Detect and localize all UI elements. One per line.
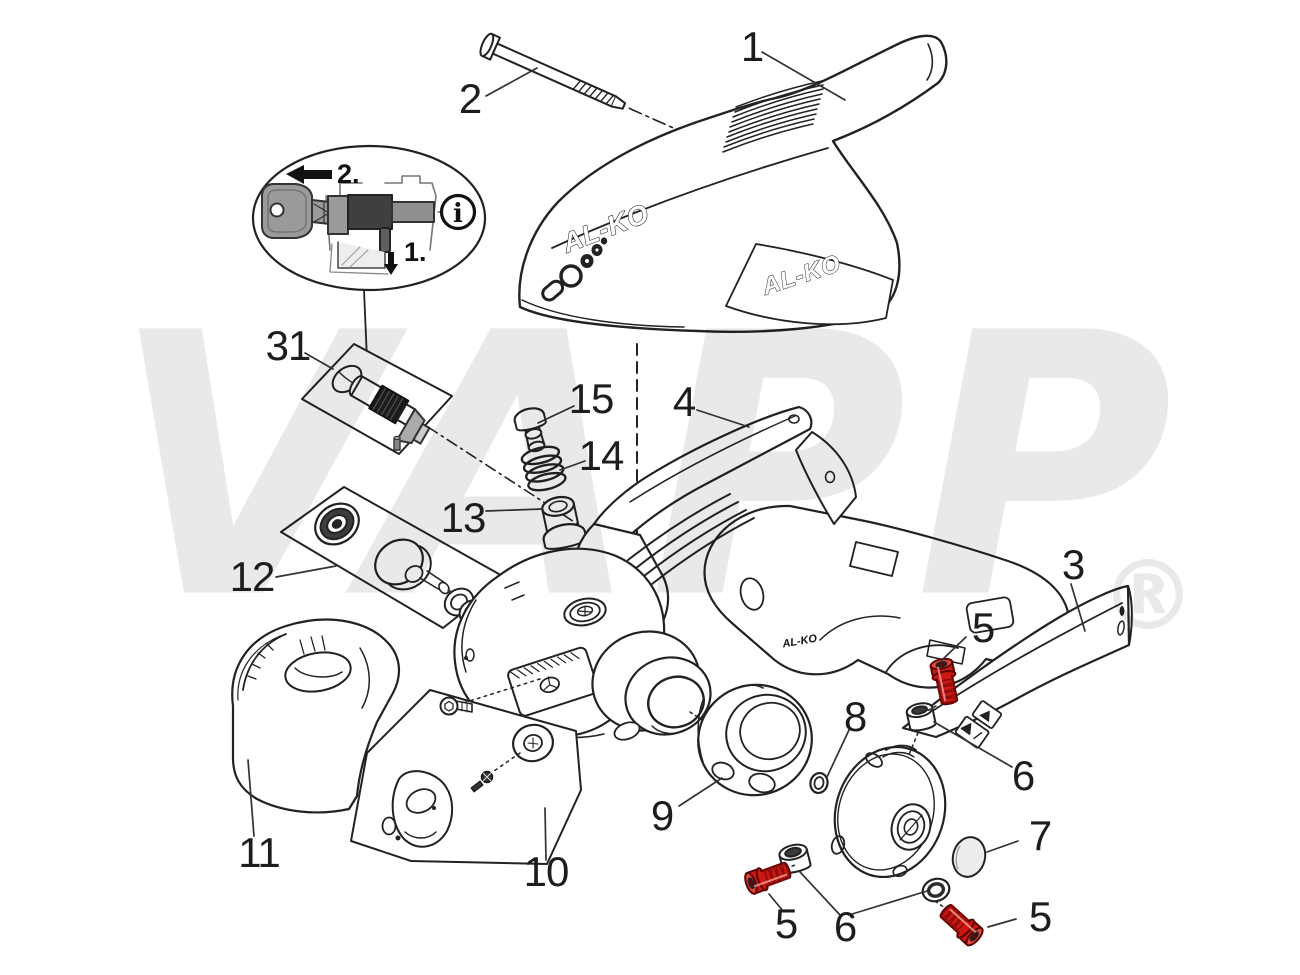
leader-15 — [537, 405, 575, 424]
top-port — [563, 597, 607, 627]
leader-12 — [275, 565, 337, 578]
leader-5c — [987, 918, 1017, 928]
part-label-11: 11 — [238, 829, 281, 876]
instruction-bubble: 2. 1. i — [251, 144, 487, 361]
part-label-2: 2 — [458, 75, 482, 122]
part-6-nut — [921, 877, 951, 903]
cover-button-dots — [541, 237, 608, 302]
step-1-label: 1. — [404, 237, 427, 267]
leader-6b-left — [799, 871, 841, 916]
leader-4 — [696, 409, 750, 428]
leader-10 — [544, 807, 547, 861]
part-label-13: 13 — [440, 494, 487, 541]
lock-cylinder-icon — [327, 194, 435, 275]
part-label-8: 8 — [843, 693, 867, 740]
part-label-10: 10 — [523, 848, 570, 895]
step-2-label: 2. — [337, 159, 360, 189]
part-11-soft-dock — [231, 618, 400, 814]
leader-1 — [761, 51, 846, 101]
part-label-4: 4 — [672, 378, 696, 425]
part-label-7: 7 — [1028, 812, 1052, 859]
part-7-cap — [951, 836, 987, 878]
leader-3 — [1070, 583, 1086, 632]
lever-hub — [890, 803, 932, 851]
leader-7 — [986, 840, 1019, 853]
part-5-screw-lower-right — [935, 899, 987, 950]
leader-13 — [485, 508, 543, 512]
part-label-6a: 6 — [1011, 752, 1035, 799]
leader-31 — [304, 352, 334, 370]
kit-small-screw — [470, 770, 494, 793]
leaf-springs — [627, 493, 755, 585]
part-label-6b: 6 — [833, 903, 857, 950]
leader-lines — [247, 51, 1086, 928]
leader-5a — [941, 636, 967, 661]
kit-screw-socket — [439, 696, 473, 716]
part-9-friction-cup — [697, 683, 813, 797]
leader-8 — [826, 729, 850, 778]
leader-5b — [768, 893, 784, 912]
kit-saddle-shell — [381, 770, 454, 848]
kit-friction-pad — [512, 723, 554, 763]
part-8-ring — [809, 771, 829, 795]
part-label-31: 31 — [265, 322, 312, 369]
part-1-cover: AL-KO AL-KO — [518, 34, 948, 559]
part-label-1: 1 — [740, 23, 764, 70]
part-10-service-kit — [350, 678, 582, 865]
part-label-14: 14 — [578, 432, 625, 479]
arrow-down-icon — [384, 252, 398, 275]
part-label-3: 3 — [1061, 541, 1085, 588]
arrow-left-icon — [286, 165, 332, 184]
friction-pad-pocket — [507, 646, 599, 717]
cover-grip-ribs — [722, 80, 824, 153]
part-label-5a: 5 — [971, 604, 995, 651]
info-icon: i — [439, 193, 477, 231]
part-label-5c: 5 — [1028, 893, 1052, 940]
leader-9 — [678, 777, 723, 807]
leader-6b-right — [848, 890, 928, 916]
part-3-lever — [830, 584, 1133, 879]
part-label-9: 9 — [650, 792, 674, 839]
leader-11 — [247, 759, 255, 837]
svg-text:i: i — [453, 199, 463, 229]
part-6-bushing-upper — [905, 702, 937, 732]
leader-14 — [559, 460, 586, 471]
part-2-bolt — [479, 32, 678, 131]
ball-socket-cylinder — [591, 630, 712, 741]
leader-6a — [933, 721, 1013, 768]
leader-2 — [485, 67, 538, 97]
part-label-12: 12 — [229, 553, 276, 600]
part-13-bushing — [541, 495, 588, 598]
part-15-plunger — [513, 407, 547, 453]
part-31-lock-cylinder — [301, 343, 583, 528]
part-label-5b: 5 — [774, 900, 798, 947]
part-14-spring — [520, 445, 567, 492]
part-label-15: 15 — [568, 375, 615, 422]
part-5-screw-lower-left — [741, 857, 795, 897]
